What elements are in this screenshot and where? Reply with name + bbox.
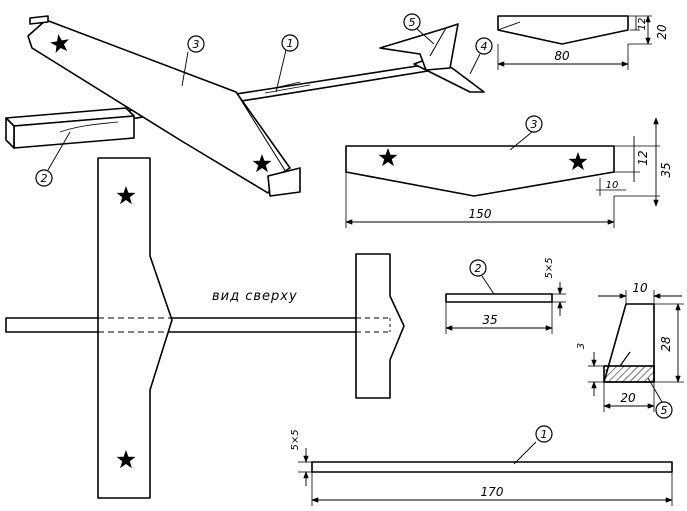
dim-wing-height-total: 35 [659,162,673,177]
dim-ballast-length: 35 [482,313,497,327]
dim-fin-height-total: 20 [655,24,669,40]
perspective-view [5,15,485,197]
fin-profile [497,15,629,45]
tail-block-detail [588,290,684,412]
dim-tail-cut: 3 [576,343,587,349]
top-view [5,157,405,499]
wing-detail [345,117,660,228]
callout-wing-detail: 3 [531,118,538,131]
dim-tail-top: 10 [632,281,648,295]
spar-detail [298,441,673,506]
callout-wing-perspective: 3 [193,38,200,51]
ballast-detail [445,275,566,334]
dim-wing-tip: 10 [606,180,619,191]
wing-profile [345,145,615,197]
dim-spar-section: 5×5 [290,429,301,450]
top-view-spar [5,317,395,333]
dim-wing-height-part: 12 [636,150,650,165]
perspective-wing [27,19,291,194]
spar-profile [311,461,673,473]
callout-stabilizer-perspective: 4 [481,40,488,53]
callout-ballast-detail: 2 [475,262,482,275]
dim-fin-height-part: 12 [637,18,648,31]
callout-fin-detail: 5 [661,404,668,417]
top-view-stabilizer [355,253,405,399]
callout-fin-perspective: 5 [409,16,416,29]
callout-spar-perspective: 1 [287,37,294,50]
dim-ballast-section: 5×5 [544,257,555,278]
dim-fin-length: 80 [554,49,570,63]
top-view-caption: вид сверху [212,289,298,304]
callout-ballast-perspective: 2 [41,172,48,185]
dim-spar-length: 170 [481,485,504,499]
fin-detail [497,15,652,70]
top-view-wing [97,157,173,499]
ballast-profile [445,293,553,303]
dim-tail-height: 28 [659,336,673,352]
callout-spar-detail: 1 [541,428,548,441]
dim-tail-bottom: 20 [620,391,636,405]
dim-wing-span: 150 [469,207,492,221]
